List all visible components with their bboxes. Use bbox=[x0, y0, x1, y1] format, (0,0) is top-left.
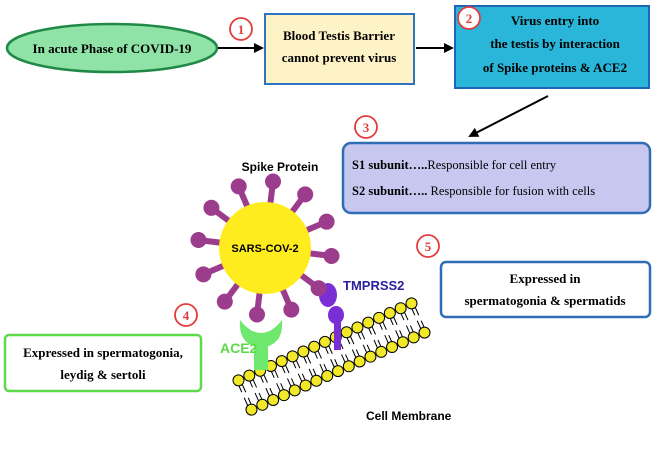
start-node-label: In acute Phase of COVID-19 bbox=[33, 41, 192, 56]
lipid-head bbox=[332, 365, 345, 378]
lipid-head bbox=[297, 345, 310, 358]
step5-line2: spermatogonia & spermatids bbox=[464, 293, 625, 308]
ace2-label: ACE2 bbox=[220, 340, 258, 356]
lipid-head bbox=[342, 360, 355, 373]
lipid-head bbox=[310, 374, 323, 387]
step4-line1: Expressed in spermatogonia, bbox=[23, 345, 183, 360]
step4-box: Expressed in spermatogonia, leydig & ser… bbox=[3, 333, 203, 393]
lipid-head bbox=[245, 403, 258, 416]
step2-line3: of Spike proteins & ACE2 bbox=[483, 60, 627, 75]
lipid-head bbox=[232, 374, 245, 387]
step2-number-badge: 2 bbox=[457, 6, 481, 30]
start-node: In acute Phase of COVID-19 bbox=[5, 22, 219, 74]
lipid-head bbox=[362, 316, 375, 329]
step3-number-badge: 3 bbox=[354, 115, 378, 139]
lipid-head bbox=[256, 398, 269, 411]
lipid-head bbox=[364, 350, 377, 363]
lipid-head bbox=[386, 341, 399, 354]
lipid-head bbox=[351, 321, 364, 334]
lipid-head bbox=[353, 355, 366, 368]
step5-box: Expressed in spermatogonia & spermatids bbox=[439, 260, 652, 319]
step3-s1-line: S1 subunit…..Responsible for cell entry bbox=[352, 158, 557, 172]
step1-line1: Blood Testis Barrier bbox=[283, 28, 395, 43]
step2-line2: the testis by interaction bbox=[490, 36, 620, 51]
step5-line1: Expressed in bbox=[510, 271, 582, 286]
step2-number: 2 bbox=[466, 11, 473, 26]
lipid-head bbox=[321, 369, 334, 382]
lipid-head bbox=[405, 297, 418, 310]
lipid-head bbox=[318, 335, 331, 348]
lipid-head bbox=[275, 355, 288, 368]
lipid-head bbox=[383, 307, 396, 320]
lipid-head bbox=[286, 350, 299, 363]
step5-number-badge: 5 bbox=[416, 234, 440, 258]
step3-s2-line: S2 subunit….. Responsible for fusion wit… bbox=[352, 184, 595, 198]
virus-label: SARS-COV-2 bbox=[231, 243, 298, 255]
lipid-head bbox=[340, 326, 353, 339]
step3-s1-desc: Responsible for cell entry bbox=[427, 158, 557, 172]
lipid-head bbox=[267, 393, 280, 406]
step3-box: S1 subunit…..Responsible for cell entry … bbox=[341, 141, 652, 215]
lipid-head bbox=[375, 345, 388, 358]
step2-box: Virus entry into the testis by interacti… bbox=[454, 5, 650, 89]
lipid-head bbox=[277, 389, 290, 402]
step3-s2-desc: Responsible for fusion with cells bbox=[427, 184, 595, 198]
step1-number-badge: 1 bbox=[229, 17, 253, 41]
lipid-head bbox=[396, 336, 409, 349]
step5-number: 5 bbox=[425, 239, 432, 254]
spike-protein-label: Spike Protein bbox=[242, 160, 319, 174]
lipid-head bbox=[243, 369, 256, 382]
ace2-receptor bbox=[239, 320, 283, 370]
step4-number-badge: 4 bbox=[174, 303, 198, 327]
step3-number: 3 bbox=[363, 120, 370, 135]
lipid-head bbox=[394, 302, 407, 315]
lipid-head bbox=[373, 311, 386, 324]
step1-line2: cannot prevent virus bbox=[282, 50, 397, 65]
cell-membrane-label: Cell Membrane bbox=[366, 409, 452, 423]
arrow-step2-to-step3 bbox=[468, 95, 549, 137]
tmprss2-protein bbox=[319, 283, 344, 350]
step3-s1-term: S1 subunit….. bbox=[352, 158, 427, 172]
step4-number: 4 bbox=[183, 308, 190, 323]
lipid-head bbox=[299, 379, 312, 392]
step2-line1: Virus entry into bbox=[511, 13, 599, 28]
step3-s2-term: S2 subunit….. bbox=[352, 184, 427, 198]
lipid-head bbox=[418, 326, 431, 339]
lipid-head bbox=[308, 340, 321, 353]
lipid-head bbox=[407, 331, 420, 344]
tmprss2-label: TMPRSS2 bbox=[343, 278, 404, 293]
step1-box: Blood Testis Barrier cannot prevent viru… bbox=[264, 13, 415, 85]
step1-number: 1 bbox=[238, 22, 245, 37]
lipid-head bbox=[288, 384, 301, 397]
virus-particle: SARS-COV-2 bbox=[219, 202, 311, 294]
step4-line2: leydig & sertoli bbox=[60, 367, 146, 382]
